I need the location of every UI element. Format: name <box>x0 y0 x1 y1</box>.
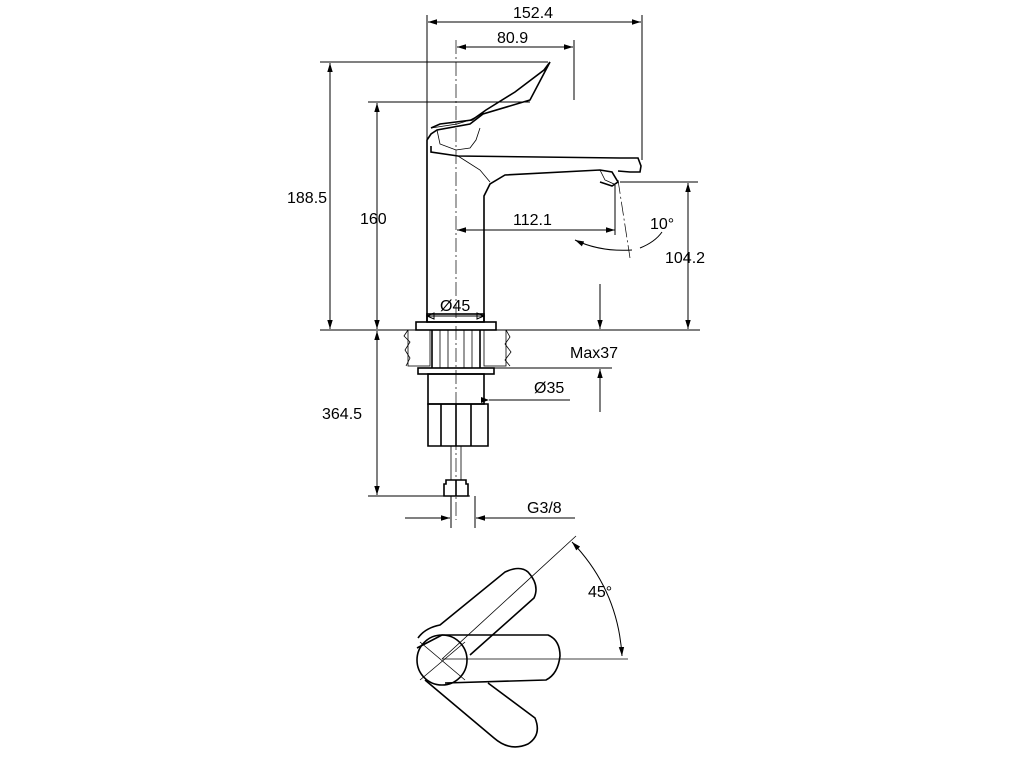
deck-left-section <box>407 329 431 367</box>
dim-10deg-arc <box>574 239 633 251</box>
top-view-handle-closed <box>416 634 561 684</box>
label-overall-width: 152.4 <box>513 5 553 22</box>
dim-10deg-arc-right <box>639 231 663 249</box>
label-spout-height: 104.2 <box>665 250 705 267</box>
label-below-deck-length: 364.5 <box>322 406 362 423</box>
label-handle-rotation: 45° <box>588 584 612 601</box>
faucet-handle <box>430 112 485 151</box>
faucet-spout <box>430 146 642 173</box>
dim-35-arrow <box>481 397 489 403</box>
deck-section <box>403 329 512 497</box>
faucet-side-view <box>415 40 642 520</box>
faucet-body <box>426 61 551 322</box>
dim-45-arrow-left <box>425 312 435 320</box>
label-connection-thread: G3/8 <box>527 500 562 517</box>
dimension-lines <box>320 15 700 528</box>
dim-45deg-arc <box>571 541 625 657</box>
label-base-diameter: Ø45 <box>440 298 470 315</box>
faucet-top-view <box>416 535 628 748</box>
label-spout-angle: 10° <box>650 216 674 233</box>
mounting-nut <box>427 403 489 447</box>
base-flange <box>426 313 485 323</box>
label-overall-height: 188.5 <box>287 190 327 207</box>
spout-inner-line <box>457 155 491 183</box>
top-view-cross-2 <box>419 641 466 681</box>
deck-right-section <box>483 329 507 367</box>
label-max-deck-thickness: Max37 <box>570 345 618 362</box>
top-view-handle-down <box>424 679 539 748</box>
spout-flow-line <box>617 179 631 259</box>
top-view-handle-rotated <box>417 567 537 656</box>
faucet-body-right <box>483 169 620 322</box>
deck-left-jag <box>403 329 411 367</box>
top-view-rotated-ref <box>441 535 577 660</box>
dim-45-arrow-right <box>476 312 486 320</box>
spout-tip-detail <box>599 169 615 185</box>
label-handle-offset: 80.9 <box>497 30 528 47</box>
dimension-labels: 152.4 80.9 188.5 160 112.1 10° 104.2 Ø45… <box>287 5 705 601</box>
label-spout-reach: 112.1 <box>513 212 552 229</box>
hose-connector <box>443 479 469 497</box>
label-body-height: 160 <box>360 211 387 228</box>
deck-right-jag <box>504 329 512 367</box>
label-shank-diameter: Ø35 <box>534 380 564 397</box>
